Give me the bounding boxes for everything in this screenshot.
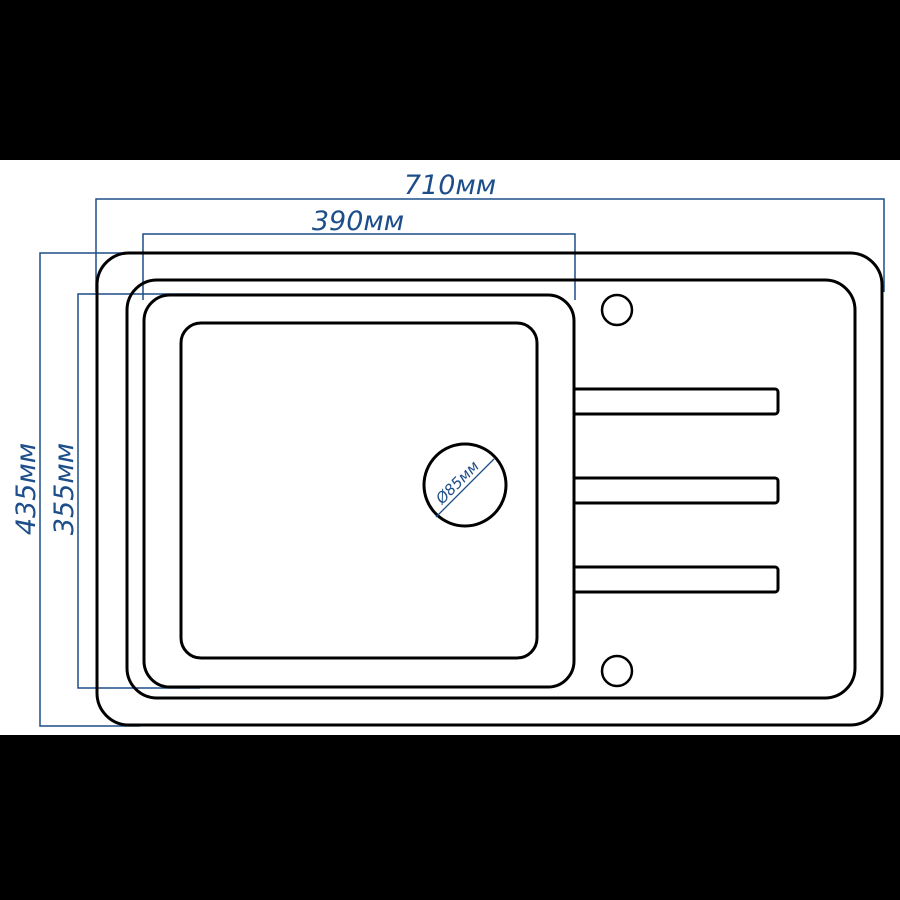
drain-diameter-line [435, 458, 495, 518]
drain-hole [422, 442, 508, 528]
dimension-lines [39, 198, 885, 727]
overall-width-dimension-line [95, 198, 885, 292]
sink-outer-rim [95, 251, 884, 727]
drainer-rib-1 [575, 387, 780, 416]
bowl-depth-dimension-line [77, 293, 200, 689]
overall-depth-dimension-line [39, 252, 140, 727]
overall-depth-label: 435мм [11, 443, 42, 535]
bowl-width-label: 390мм [312, 206, 404, 237]
sink-inner-rim [125, 278, 857, 700]
bowl-width-dimension-line [142, 233, 576, 300]
sink-outline [95, 251, 884, 727]
overall-width-label: 710мм [404, 170, 496, 201]
drainer-rib-2 [575, 476, 780, 505]
tap-hole-bottom [600, 654, 634, 688]
drainer-rib-3 [575, 565, 780, 594]
tap-hole-top [600, 293, 634, 327]
bowl-outer-edge [142, 293, 576, 689]
bowl-inner-edge [179, 321, 539, 660]
bowl-depth-label: 355мм [49, 443, 80, 535]
